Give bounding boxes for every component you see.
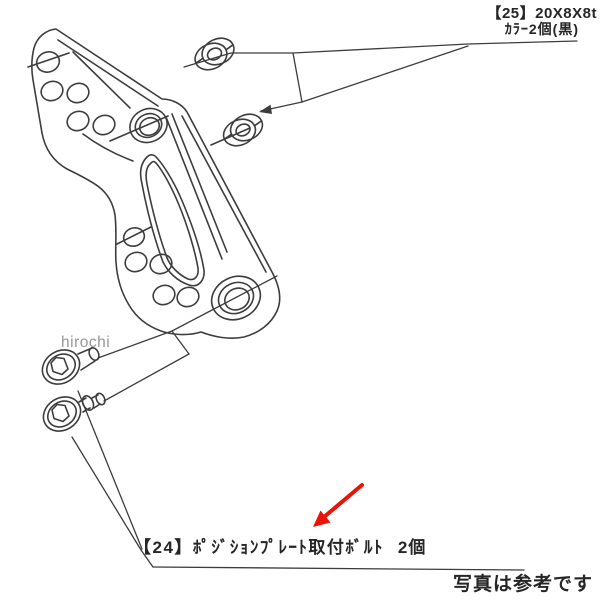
collar-upper-drawing <box>194 37 235 71</box>
red-arrow <box>313 483 364 527</box>
leader-lines <box>71 40 578 571</box>
part25-name-label: ｶﾗｰ2個(黒) <box>504 21 579 37</box>
bolt-lower-drawing <box>42 392 106 432</box>
part25-spec-label: 【25】20X8X8t <box>486 5 597 22</box>
part24-qty: 2個 <box>397 538 427 557</box>
collar-lower-drawing <box>210 113 264 147</box>
bolt-upper-drawing <box>41 347 100 385</box>
part24-label: 【24】ﾎﾟｼﾞｼｮﾝﾌﾟﾚｰﾄ取付ﾎﾞﾙﾄ 2個 <box>134 533 426 558</box>
photo-reference-note: 写真は参考です <box>452 574 593 595</box>
leader-arrowhead <box>259 104 272 114</box>
part24-name: 【24】ﾎﾟｼﾞｼｮﾝﾌﾟﾚｰﾄ取付ﾎﾞﾙﾄ <box>134 538 384 557</box>
position-plate-drawing <box>27 28 281 339</box>
watermark: hirochi <box>61 334 111 351</box>
